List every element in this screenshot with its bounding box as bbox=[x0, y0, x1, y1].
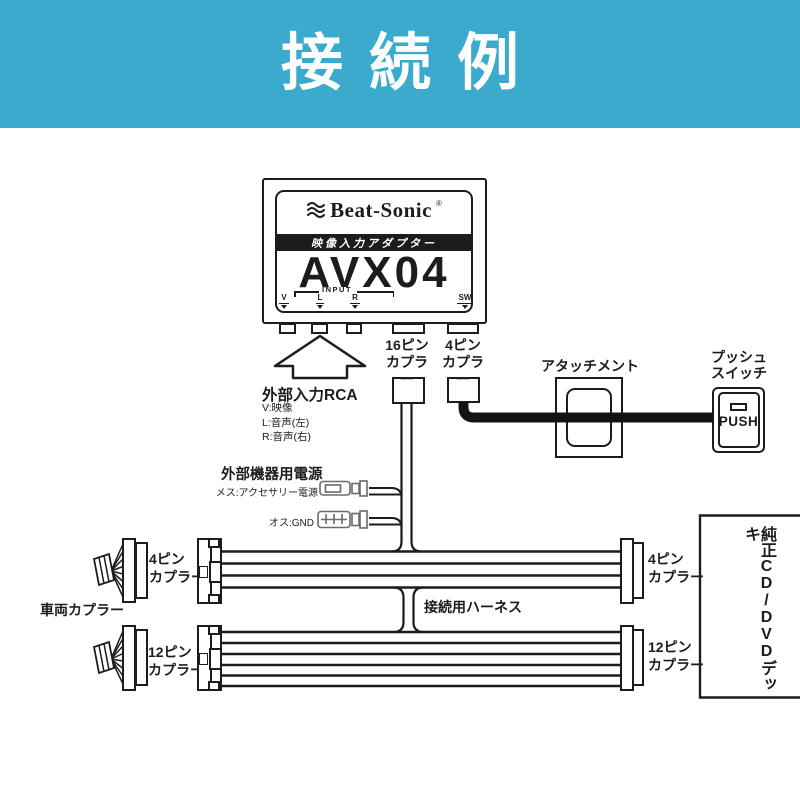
pin-sw: SW bbox=[455, 294, 475, 309]
page-title: 接続例 bbox=[280, 29, 545, 98]
harness-connector-top-latch bbox=[209, 561, 222, 583]
down-arrow-icon bbox=[317, 305, 323, 309]
power-female-label: メス:アクセサリー電源 bbox=[215, 488, 318, 499]
push-switch-indicator bbox=[730, 403, 747, 411]
label-harness: 接続用ハーネス bbox=[424, 599, 522, 615]
beatsonic-wave-icon bbox=[307, 202, 326, 218]
up-arrow-icon bbox=[273, 334, 367, 380]
banner: 接続例 bbox=[0, 0, 800, 128]
down-arrow-icon bbox=[462, 305, 468, 309]
pin-v: V bbox=[274, 294, 294, 309]
power-male-label: オス:GND bbox=[269, 518, 314, 529]
down-arrow-icon bbox=[352, 305, 358, 309]
device-model: AVX04 bbox=[298, 248, 450, 297]
harness-connector-bottom-clip-upper bbox=[208, 625, 220, 635]
input-bracket-tick-left bbox=[294, 291, 296, 297]
vehicle-connector-top-front bbox=[122, 538, 136, 603]
device-subtitle: 映像入力アダプター bbox=[311, 237, 437, 250]
device-subtitle-bar: 映像入力アダプター bbox=[275, 234, 473, 251]
harness-bundle-12pin bbox=[222, 630, 620, 688]
device-tab-16pin bbox=[392, 323, 425, 334]
wire-power-male bbox=[369, 517, 403, 529]
device-tab-v bbox=[279, 323, 296, 334]
label-12pin-coupler-right: 12ピン カプラー bbox=[648, 639, 704, 673]
label-12pin-coupler-left: 12ピン カプラー bbox=[148, 644, 204, 678]
brand-name: Beat-Sonic bbox=[330, 197, 432, 222]
input-bracket-left bbox=[294, 291, 319, 293]
label-attachment: アタッチメント bbox=[541, 358, 639, 374]
attachment-inner bbox=[566, 388, 612, 447]
vehicle-plug-bottom bbox=[92, 640, 116, 675]
vehicle-plug-top bbox=[92, 552, 116, 587]
connector-16pin-plug bbox=[392, 377, 425, 404]
pin-r: R bbox=[345, 294, 365, 309]
label-4pin-coupler-device: 4ピン カプラー bbox=[442, 337, 484, 387]
vehicle-connector-top-back bbox=[135, 542, 148, 599]
external-input-title: 外部入力RCA bbox=[262, 387, 358, 404]
harness-connector-top-clip-lower bbox=[208, 594, 220, 604]
vehicle-connector-bottom-back bbox=[135, 629, 148, 686]
label-4pin-coupler-right: 4ピン カプラー bbox=[648, 551, 704, 585]
wire-power-female bbox=[369, 487, 403, 499]
pin-l: L bbox=[310, 294, 330, 309]
input-bracket-right bbox=[357, 291, 394, 293]
label-head-unit: 純正CD/DVDデッキ bbox=[742, 526, 775, 692]
label-push-switch: プッシュ スイッチ bbox=[711, 349, 767, 381]
right-connector-top-front bbox=[620, 538, 634, 604]
brand-row: Beat-Sonic ® bbox=[275, 196, 473, 224]
label-4pin-coupler-left: 4ピン カプラー bbox=[149, 551, 205, 585]
harness-connector-bottom-latch bbox=[209, 648, 222, 670]
wire-16pin-vertical bbox=[391, 404, 422, 553]
harness-connector-bottom-clip-lower bbox=[208, 681, 220, 691]
terminal-male-icon bbox=[317, 510, 368, 529]
harness-connector-bottom-notch bbox=[199, 653, 208, 665]
device-tab-r bbox=[346, 323, 362, 334]
label-16pin-coupler: 16ピン カプラー bbox=[385, 337, 429, 387]
push-button-text: PUSH bbox=[718, 413, 759, 429]
right-connector-bottom-front bbox=[620, 625, 634, 691]
registered-mark: ® bbox=[435, 199, 442, 208]
down-arrow-icon bbox=[281, 305, 287, 309]
wire-bundle-link bbox=[393, 586, 424, 634]
push-switch-inner bbox=[717, 392, 760, 448]
harness-bundle-4pin bbox=[222, 550, 620, 589]
input-label: INPUT bbox=[322, 285, 352, 294]
harness-connector-top-notch bbox=[199, 566, 208, 578]
input-bracket-tick-right bbox=[392, 291, 395, 297]
terminal-female-icon bbox=[319, 480, 368, 497]
device-tab-4pin bbox=[447, 323, 479, 334]
device-tab-l bbox=[311, 323, 328, 334]
external-input-lines: V:映像 L:音声(左) R:音声(右) bbox=[262, 402, 311, 443]
power-title: 外部機器用電源 bbox=[221, 467, 323, 483]
harness-connector-top-clip-upper bbox=[208, 538, 220, 548]
label-vehicle-coupler: 車両カプラー bbox=[40, 602, 124, 618]
vehicle-connector-bottom-front bbox=[122, 625, 136, 691]
